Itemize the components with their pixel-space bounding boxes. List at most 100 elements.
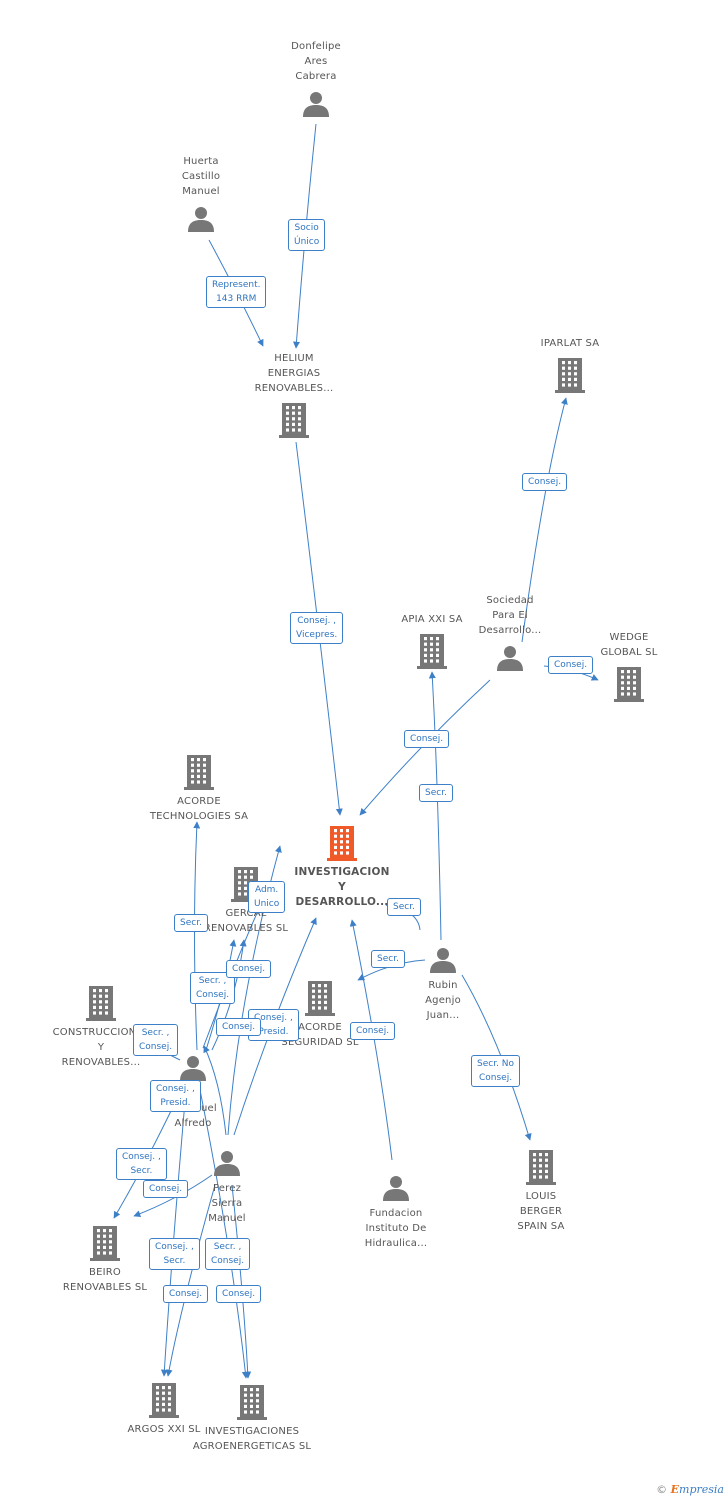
person-icon xyxy=(187,205,215,238)
edge-label-text: Secr. xyxy=(425,788,447,798)
node-label-line: DESARROLLO... xyxy=(295,896,389,908)
node-label: IPARLAT SA xyxy=(505,336,635,351)
node-label-line: Fundacion xyxy=(369,1208,423,1219)
node-label-line: IPARLAT SA xyxy=(540,338,600,349)
edge-label-text: Consej. xyxy=(232,964,266,974)
node-label-line: Alfredo xyxy=(174,1118,212,1129)
edge-label-perez-to-beiro[interactable]: Consej. xyxy=(143,1180,189,1198)
edge-label-alfredo-to-beiro[interactable]: Consej. , Secr. xyxy=(116,1148,167,1180)
edge-label-text: Unico xyxy=(254,899,280,909)
edge-label-rubin-to-apia[interactable]: Secr. xyxy=(419,784,453,802)
edge-rubin-to-apia xyxy=(428,671,442,941)
edge-label-rubin-to-focus[interactable]: Secr. xyxy=(387,898,421,916)
edge-rubin-to-louis xyxy=(461,974,532,1141)
edge-label-text: Secr. , xyxy=(198,976,227,986)
edge-label-text: Consej. xyxy=(528,477,562,487)
edge-label-text: Secr. No xyxy=(477,1059,515,1069)
edge-label-text: Secr. xyxy=(163,1256,186,1266)
edge-label-fundacion-to-focus[interactable]: Consej. xyxy=(350,1022,396,1040)
node-label-line: Y xyxy=(97,1042,105,1053)
edge-label-alfredo-to-gercal[interactable]: Secr. , Consej. xyxy=(190,972,236,1004)
node-label: ARGOS XXI SL xyxy=(99,1422,229,1437)
edge-label-sociedad-to-wedge[interactable]: Consej. xyxy=(548,656,594,674)
edge-label-text: Consej. , xyxy=(155,1242,194,1252)
edge-label-alfredo-to-gercal[interactable]: Adm.Unico xyxy=(248,881,286,913)
edge-label-text: Presid. xyxy=(258,1027,289,1037)
building-icon xyxy=(327,825,357,866)
edge-label-helium-to-focus[interactable]: Consej. ,Vicepres. xyxy=(290,612,344,644)
edge-label-text: Consej. xyxy=(554,660,588,670)
edge-label-alfredo-to-acorde_tech[interactable]: Secr. xyxy=(174,914,208,932)
edge-label-text: Consej. xyxy=(211,1256,245,1266)
person-icon xyxy=(429,946,457,979)
edge-label-text: Secr. , xyxy=(213,1242,242,1252)
node-label-line: RENOVABLES... xyxy=(254,383,334,394)
edge-alfredo-to-agro xyxy=(199,1089,249,1379)
node-label-line: Perez xyxy=(212,1183,242,1194)
node-label-line: Manuel xyxy=(182,186,220,197)
footer-brand: © Empresia xyxy=(656,1483,724,1496)
building-icon xyxy=(184,754,214,795)
node-label-line: Castillo xyxy=(181,171,221,182)
person-icon xyxy=(213,1149,241,1182)
node-label-line: SPAIN SA xyxy=(517,1221,565,1232)
edge-label-text: Secr. xyxy=(180,918,202,928)
node-label-line: Sociedad xyxy=(486,595,534,606)
edge-label-huerta-to-helium[interactable]: Represent.143 RRM xyxy=(206,276,267,308)
edge-perez-to-construcciones xyxy=(203,1045,227,1136)
edge-label-text: Secr. xyxy=(393,902,415,912)
node-label-line: Rubin xyxy=(428,980,458,991)
edge-label-text: Consej. xyxy=(222,1289,256,1299)
edge-label-text: Secr. xyxy=(130,1166,153,1176)
building-icon xyxy=(614,666,644,707)
node-label-line: SEGURIDAD SL xyxy=(281,1037,359,1048)
edge-label-sociedad-to-iparlat[interactable]: Consej. xyxy=(522,473,568,491)
node-label-line: RENOVABLES... xyxy=(61,1057,141,1068)
edge-label-text: Represent. xyxy=(212,280,261,290)
edge-label-alfredo-to-argos[interactable]: Consej. , Secr. xyxy=(149,1238,200,1270)
building-icon xyxy=(237,1384,267,1425)
edge-label-text: Consej. xyxy=(169,1289,203,1299)
edge-label-text: Consej. xyxy=(149,1184,183,1194)
edge-label-text: Consej. xyxy=(478,1073,513,1083)
node-label-line: ACORDE xyxy=(177,796,221,807)
node-label-line: ARGOS XXI SL xyxy=(127,1424,201,1435)
building-icon xyxy=(86,985,116,1026)
building-icon xyxy=(526,1149,556,1190)
person-icon xyxy=(382,1174,410,1207)
edge-label-text: Socio xyxy=(294,223,319,233)
building-icon xyxy=(149,1382,179,1423)
edge-label-alfredo-to-agro[interactable]: Secr. , Consej. xyxy=(205,1238,251,1270)
node-label-line: Desarrollo... xyxy=(478,625,542,636)
brand-logo: Empresia xyxy=(670,1483,724,1496)
edge-label-perez-to-argos[interactable]: Consej. xyxy=(163,1285,209,1303)
edge-label-text: Consej. xyxy=(356,1026,390,1036)
node-label-line: Juan... xyxy=(426,1010,460,1021)
node-label-line: HELIUM xyxy=(274,353,314,364)
building-icon xyxy=(305,980,335,1021)
edge-label-rubin-to-acorde_seg[interactable]: Secr. xyxy=(371,950,405,968)
edge-label-text: Consej. , xyxy=(156,1084,195,1094)
edge-label-text: Consej. xyxy=(196,990,230,1000)
edge-label-alfredo-to-gercal[interactable]: Consej. xyxy=(226,960,272,978)
edge-label-perez-to-agro[interactable]: Consej. xyxy=(216,1285,262,1303)
edge-label-rubin-to-louis[interactable]: Secr. No Consej. xyxy=(471,1055,521,1087)
edge-label-sociedad-to-focus[interactable]: Consej. xyxy=(404,730,450,748)
node-label-line: BERGER xyxy=(519,1206,563,1217)
copyright-symbol: © xyxy=(656,1483,668,1496)
building-icon xyxy=(279,402,309,443)
edge-label-perez-to-construcciones[interactable]: Consej. ,Presid. xyxy=(150,1080,201,1112)
edge-label-perez-to-acorde_tech[interactable]: Consej. xyxy=(216,1018,262,1036)
edge-label-text: Consej. , xyxy=(122,1152,161,1162)
node-label-line: RENOVABLES SL xyxy=(203,923,289,934)
node-label-line: Huerta xyxy=(183,156,219,167)
node-label-line: Sierra xyxy=(211,1198,243,1209)
edge-label-alfredo-to-construcciones[interactable]: Secr. ,Consej. xyxy=(133,1024,179,1056)
node-label-line: Manuel xyxy=(208,1213,246,1224)
